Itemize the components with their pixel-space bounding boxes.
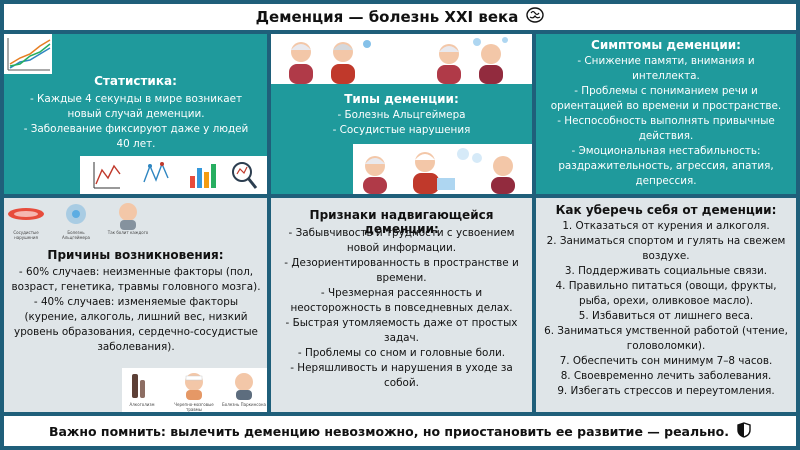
causes-line: - 40% случаев: изменяемые факторы (курен… bbox=[14, 296, 258, 353]
growth-chart-illustration bbox=[4, 34, 52, 74]
shield-icon bbox=[737, 421, 751, 441]
bottle-icon bbox=[132, 374, 145, 398]
page-title: Деменция — болезнь XXI века bbox=[255, 8, 519, 26]
prevention-panel: Как уберечь себя от деменции: 1. Отказат… bbox=[536, 198, 796, 412]
statistics-line: - Заболевание фиксируют даже у людей 40 … bbox=[23, 123, 249, 150]
elderly-couple-illustration bbox=[271, 34, 379, 84]
footer-note: Важно помнить: вылечить деменцию невозмо… bbox=[4, 416, 796, 446]
signs-panel: Признаки надвигающейся деменции: - Забыв… bbox=[271, 198, 532, 412]
types-list: - Болезнь Альцгеймера - Сосудистые наруш… bbox=[279, 108, 524, 138]
prevention-list: 1. Отказаться от курения и алкоголя. 2. … bbox=[542, 219, 790, 399]
statistics-heading: Статистика: bbox=[94, 74, 177, 88]
cause-caption: Болезнь Альцгеймера bbox=[61, 230, 90, 240]
signs-line: - Неряшливость и нарушения в уходе за со… bbox=[290, 362, 513, 389]
signs-line: - Быстрая утомляемость даже от простых з… bbox=[285, 317, 518, 344]
prevention-line: 9. Избегать стрессов и переутомления. bbox=[557, 385, 775, 397]
statistics-line: - Каждые 4 секунды в мире возникает новы… bbox=[29, 93, 243, 120]
page-title-bar: Деменция — болезнь XXI века bbox=[4, 4, 796, 30]
neuron-icon bbox=[66, 204, 86, 224]
vessel-icon bbox=[8, 208, 44, 220]
signs-line: - Забывчивость и трудности с усвоением н… bbox=[288, 227, 515, 254]
types-line: - Сосудистые нарушения bbox=[332, 124, 471, 136]
symptoms-line: - Снижение памяти, внимания и интеллекта… bbox=[577, 55, 755, 82]
signs-heading: Признаки надвигающейся деменции: bbox=[309, 208, 494, 236]
cause-caption: Черепно-мозговые травмы bbox=[174, 402, 214, 412]
prevention-line: 1. Отказаться от курения и алкоголя. bbox=[562, 220, 770, 232]
cause-caption: Алкоголизм bbox=[129, 402, 155, 407]
prevention-line: 7. Обеспечить сон минимум 7–8 часов. bbox=[559, 355, 773, 367]
cause-caption: Сосудистые нарушения bbox=[13, 230, 39, 240]
cause-caption: Болезнь Паркинсона bbox=[222, 402, 266, 407]
zigzag-chart-icon bbox=[143, 162, 169, 183]
types-heading: Типы деменции: bbox=[344, 92, 459, 106]
prevention-heading: Как уберечь себя от деменции: bbox=[555, 203, 777, 217]
prevention-line: 5. Избавиться от лишнего веса. bbox=[578, 310, 754, 322]
footer-text: Важно помнить: вылечить деменцию невозмо… bbox=[48, 423, 730, 439]
statistics-panel: Статистика: - Каждые 4 секунды в мире во… bbox=[4, 34, 267, 194]
brain-icon bbox=[526, 7, 545, 27]
causes-line: - 60% случаев: неизменные факторы (пол, … bbox=[11, 266, 261, 293]
causes-list: - 60% случаев: неизменные факторы (пол, … bbox=[10, 265, 262, 355]
statistics-list: - Каждые 4 секунды в мире возникает новы… bbox=[18, 92, 254, 152]
symptoms-list: - Снижение памяти, внимания и интеллекта… bbox=[544, 54, 788, 189]
types-panel: Типы деменции: - Болезнь Альцгеймера - С… bbox=[271, 34, 532, 194]
causes-bottom-illustration: Алкоголизм Черепно-мозговые травмы Болез… bbox=[122, 368, 267, 412]
prevention-line: 3. Поддерживать социальные связи. bbox=[564, 265, 768, 277]
causes-panel: Сосудистые нарушения Болезнь Альцгеймера… bbox=[4, 198, 267, 412]
cause-caption: Так болит каждого bbox=[107, 230, 149, 235]
prevention-line: 2. Заниматься спортом и гулять на свежем… bbox=[546, 235, 786, 262]
charts-strip bbox=[80, 156, 267, 194]
symptoms-line: - Неспособность выполнять привычные дейс… bbox=[557, 115, 775, 142]
bar-chart-icon bbox=[190, 164, 216, 188]
confused-elders-illustration bbox=[379, 34, 532, 84]
elders-thinking-illustration bbox=[353, 144, 532, 194]
prevention-line: 4. Правильно питаться (овощи, фрукты, ры… bbox=[555, 280, 777, 307]
symptoms-heading: Симптомы деменции: bbox=[591, 38, 741, 52]
injured-head-icon bbox=[185, 373, 203, 400]
types-line: - Болезнь Альцгеймера bbox=[337, 109, 466, 121]
magnifier-chart-icon bbox=[232, 162, 258, 189]
signs-line: - Проблемы со сном и головные боли. bbox=[297, 347, 506, 359]
elder-icon bbox=[235, 373, 253, 400]
signs-line: - Чрезмерная рассеянность и неосторожнос… bbox=[290, 287, 513, 314]
causes-top-illustration: Сосудистые нарушения Болезнь Альцгеймера… bbox=[4, 198, 154, 244]
prevention-line: 8. Своевременно лечить заболевания. bbox=[560, 370, 772, 382]
head-icon bbox=[119, 203, 137, 230]
symptoms-panel: Симптомы деменции: - Снижение памяти, вн… bbox=[536, 34, 796, 194]
symptoms-line: - Эмоциональная нестабильность: раздражи… bbox=[558, 145, 774, 187]
prevention-line: 6. Заниматься умственной работой (чтение… bbox=[544, 325, 788, 352]
symptoms-line: - Проблемы с пониманием речи и ориентаци… bbox=[550, 85, 782, 112]
signs-list: - Забывчивость и трудности с усвоением н… bbox=[279, 226, 524, 391]
line-chart-icon bbox=[93, 162, 121, 189]
signs-line: - Дезориентированность в пространстве и … bbox=[284, 257, 519, 284]
causes-heading: Причины возникновения: bbox=[47, 248, 224, 262]
